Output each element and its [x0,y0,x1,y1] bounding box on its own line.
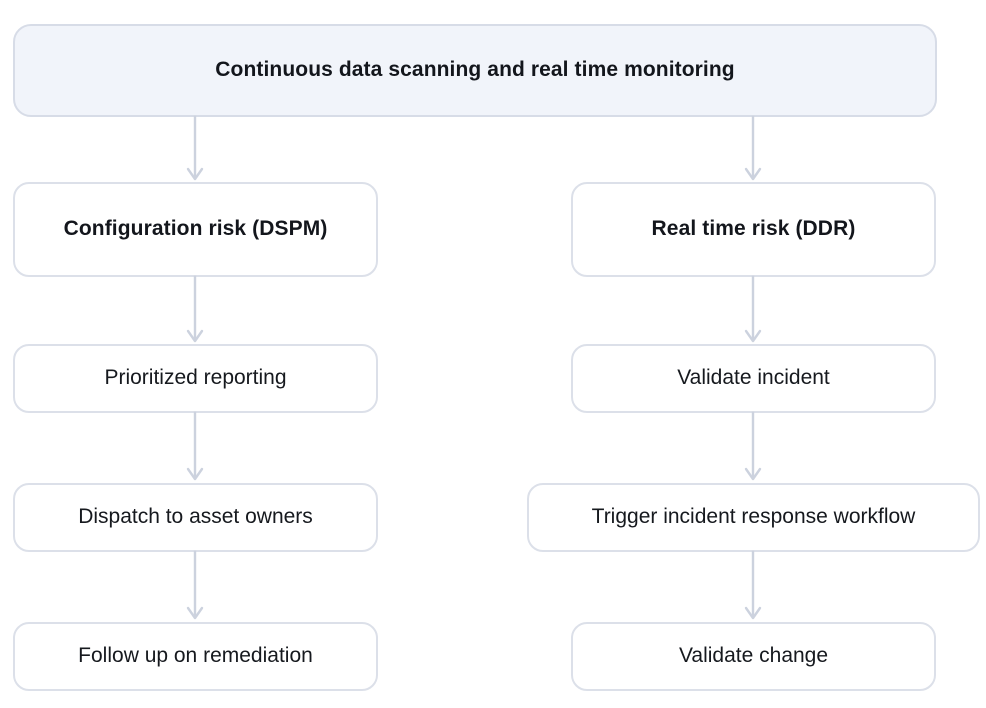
node-validate-incident-label: Validate incident [677,366,830,390]
arrow-header-to-real-time-risk [742,115,766,182]
node-configuration-risk-dspm[interactable]: Configuration risk (DSPM) [13,182,378,277]
node-prioritized-reporting-label: Prioritized reporting [104,366,287,390]
node-trigger-incident-response-workflow[interactable]: Trigger incident response workflow [527,483,980,552]
node-dispatch-to-asset-owners-label: Dispatch to asset owners [78,505,313,529]
arrow-prioritized-reporting-to-dispatch [184,411,208,482]
node-follow-up-on-remediation-label: Follow up on remediation [78,644,313,668]
arrow-real-time-risk-to-validate-incident [742,275,766,344]
node-trigger-incident-response-workflow-label: Trigger incident response workflow [591,505,916,529]
arrow-dispatch-to-follow-up [184,550,208,621]
node-configuration-risk-dspm-label: Configuration risk (DSPM) [63,217,328,241]
arrow-validate-incident-to-trigger-workflow [742,411,766,482]
arrow-header-to-configuration-risk [184,115,208,182]
node-header-continuous-monitoring[interactable]: Continuous data scanning and real time m… [13,24,937,117]
arrow-configuration-risk-to-prioritized-reporting [184,275,208,344]
node-follow-up-on-remediation[interactable]: Follow up on remediation [13,622,378,691]
node-validate-change[interactable]: Validate change [571,622,936,691]
arrow-trigger-workflow-to-validate-change [742,550,766,621]
node-real-time-risk-ddr-label: Real time risk (DDR) [651,217,856,241]
node-header-label: Continuous data scanning and real time m… [215,58,735,82]
node-real-time-risk-ddr[interactable]: Real time risk (DDR) [571,182,936,277]
node-prioritized-reporting[interactable]: Prioritized reporting [13,344,378,413]
node-validate-incident[interactable]: Validate incident [571,344,936,413]
node-validate-change-label: Validate change [678,644,829,668]
node-dispatch-to-asset-owners[interactable]: Dispatch to asset owners [13,483,378,552]
